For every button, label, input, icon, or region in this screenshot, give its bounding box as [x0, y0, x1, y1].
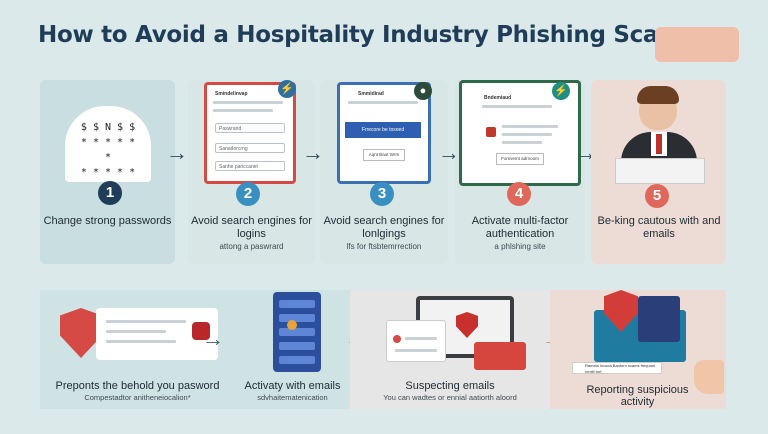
- login-button[interactable]: Frrecore be tosoed: [345, 122, 421, 138]
- password-row: $ $ N $ $: [80, 122, 136, 133]
- step-sub-3: lfs for ftsbtemrrection: [346, 242, 422, 251]
- password-field[interactable]: Paswrand: [215, 123, 285, 133]
- arrow-icon: →: [438, 140, 460, 165]
- arrow-icon: →: [166, 140, 188, 165]
- browser-mockup: Smindelinvap Paswrand Sanadorcrng Sanhe …: [204, 82, 296, 184]
- hand-icon: [694, 360, 724, 394]
- bottom-caption-2: Activaty with emails: [244, 380, 341, 392]
- step-number-4: 4: [507, 182, 531, 206]
- step-number-1: 1: [98, 181, 122, 205]
- bottom-sub-2: sdvhaitematenication: [257, 393, 328, 402]
- bottom-caption-3: Suspecting emails: [405, 380, 495, 392]
- password-row: * * * * * *: [80, 137, 136, 163]
- warning-card: [474, 342, 526, 370]
- report-note: Ramela Inosca Bantorn scams frequnnt crm…: [572, 362, 662, 374]
- verify-button[interactable]: Fomvemt adrnoom: [496, 153, 544, 165]
- step-caption-1: Change strong passwords: [43, 215, 172, 227]
- step-card-2: Smindelinvap Paswrand Sanadorcrng Sanhe …: [188, 80, 315, 264]
- shield-icon: [456, 312, 478, 338]
- step-caption-3: Avoid search engines for lonlgings: [323, 215, 445, 240]
- step-sub-2: attong a paswrard: [219, 242, 284, 251]
- alert-icon: [393, 335, 401, 343]
- bottom-sub-1: Compestadtor anitheneiocalion*: [84, 393, 191, 402]
- email-list: [273, 292, 321, 372]
- tie-icon: [656, 134, 662, 154]
- laptop: [615, 158, 705, 184]
- bottom-caption-4: Reporting suspicious activity: [586, 384, 689, 408]
- page-title: How to Avoid a Hospitality Industry Phis…: [38, 22, 696, 48]
- bottom-panel-2: Activaty with emails sdvhaitematenicatio…: [235, 290, 350, 409]
- small-button[interactable]: Aqnt Baut Wrm: [363, 149, 405, 161]
- search-field[interactable]: Sanadorcrng: [215, 143, 285, 153]
- bottom-panel-1: Preponts the behold you pasword Compesta…: [40, 290, 235, 409]
- step-caption-2: Avoid search engines for logins: [191, 215, 312, 240]
- arrow-icon: →: [302, 140, 324, 165]
- step-card-3: Smmidirad Frrecore be tosoed Aqnt Baut W…: [320, 80, 448, 264]
- shield-icon: [486, 127, 496, 137]
- globe-icon: ●: [414, 82, 432, 100]
- bottom-panel-3: Suspecting emails You can wadtes or enni…: [350, 290, 550, 409]
- step-number-5: 5: [645, 184, 669, 208]
- step-card-4: Bndemiaud Fomvemt adrnoom ⚡ 4 Activate m…: [455, 80, 585, 264]
- browser-mockup: Smmidirad Frrecore be tosoed Aqnt Baut W…: [337, 82, 431, 184]
- step-number-2: 2: [236, 182, 260, 206]
- alert-icon: [287, 320, 297, 330]
- step-sub-4: a phlshing site: [494, 242, 546, 251]
- bottom-panel-4: Ramela Inosca Bantorn scams frequnnt crm…: [550, 290, 726, 409]
- step-card-1: $ $ N $ $ * * * * * * * * * * * * 1 Chan…: [40, 80, 175, 264]
- document-card: [638, 296, 680, 342]
- step-card-5: 5 Be-king cautous with and emails: [591, 80, 726, 264]
- input-field[interactable]: Sanhe pariccanet: [215, 161, 285, 171]
- email-popup: [386, 320, 446, 362]
- person-hair: [637, 86, 679, 104]
- step-caption-4: Activate multi-factor authentication: [471, 215, 569, 240]
- shield-icon: ⚡: [552, 82, 570, 100]
- arrow-icon: →: [202, 326, 224, 351]
- browser-window: [96, 308, 218, 360]
- step-number-3: 3: [370, 182, 394, 206]
- shield-icon: [192, 322, 210, 340]
- shield-icon: ⚡: [278, 80, 296, 98]
- bottom-caption-1: Preponts the behold you pasword: [55, 380, 220, 392]
- bottom-sub-3: You can wadtes or ennial aatiorth aloord: [383, 393, 517, 402]
- password-tombstone: [65, 106, 151, 182]
- step-caption-5: Be-king cautous with and emails: [597, 215, 721, 240]
- title-decoration: [655, 27, 739, 62]
